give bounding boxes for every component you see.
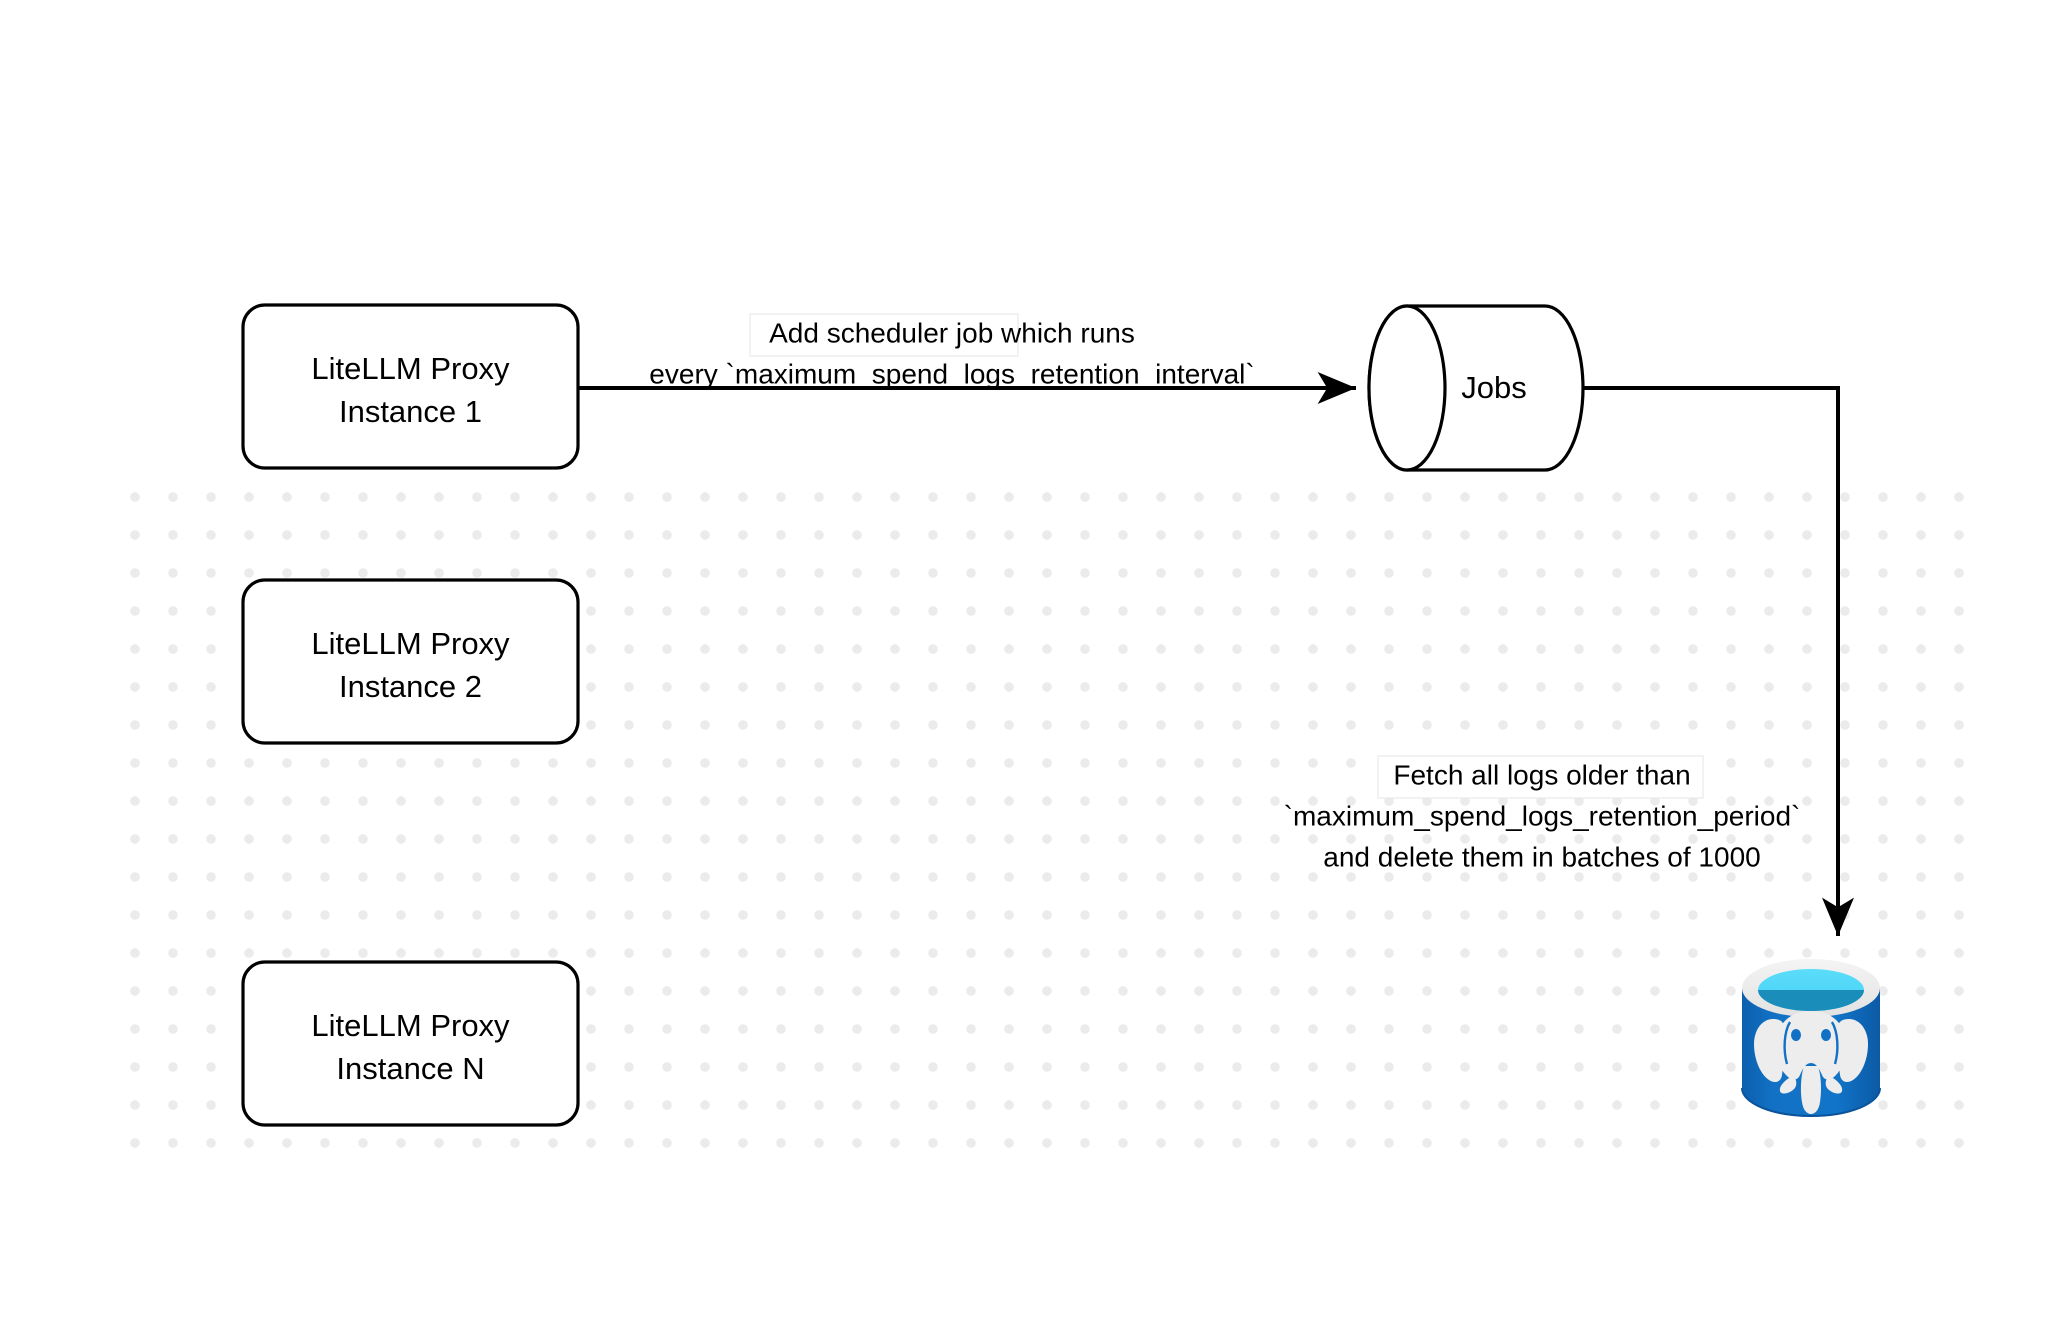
edge-scheduler-label-line2: every `maximum_spend_logs_retention_inte… xyxy=(649,358,1254,389)
postgresql-database-icon xyxy=(1741,959,1881,1117)
instance-1-box[interactable] xyxy=(241,303,580,470)
edge-delete-connector xyxy=(1582,386,1854,936)
node-instance-n[interactable]: LiteLLM Proxy Instance N xyxy=(241,960,580,1127)
edge-scheduler-label-line1: Add scheduler job which runs xyxy=(769,317,1135,348)
instance-2-label-line2: Instance 2 xyxy=(339,669,482,704)
postgres-inner-shadow xyxy=(1758,990,1864,1011)
node-jobs-cylinder[interactable]: Jobs xyxy=(1367,304,1585,472)
edge-scheduler-label-backdrop xyxy=(749,313,1019,357)
instance-1-label-line2: Instance 1 xyxy=(339,394,482,429)
node-postgres-database[interactable] xyxy=(1741,959,1881,1117)
instance-n-label-line1: LiteLLM Proxy xyxy=(311,1008,510,1043)
jobs-cylinder-cap xyxy=(1367,304,1447,472)
postgres-elephant-icon xyxy=(1754,1011,1868,1114)
postgres-elephant-eyes xyxy=(1791,1029,1831,1041)
node-instance-2[interactable]: LiteLLM Proxy Instance 2 xyxy=(241,578,580,745)
instance-n-box[interactable] xyxy=(241,960,580,1127)
edge-scheduler-label: Add scheduler job which runs every `maxi… xyxy=(649,313,1255,389)
node-instance-1[interactable]: LiteLLM Proxy Instance 1 xyxy=(241,303,580,470)
postgres-elephant-lines xyxy=(1783,1021,1839,1065)
edge-delete-label-line1: Fetch all logs older than xyxy=(1393,759,1690,790)
jobs-label: Jobs xyxy=(1461,370,1526,405)
postgres-bottom-edge xyxy=(1741,1087,1881,1117)
instance-2-box[interactable] xyxy=(241,578,580,745)
edge-delete-label-line3: and delete them in batches of 1000 xyxy=(1323,841,1760,872)
edge-delete-label: Fetch all logs older than `maximum_spend… xyxy=(1284,755,1801,872)
edge-delete-label-backdrop xyxy=(1377,755,1704,799)
edge-delete-label-line2: `maximum_spend_logs_retention_period` xyxy=(1284,800,1801,831)
instance-n-label-line2: Instance N xyxy=(336,1051,484,1086)
instance-2-label-line1: LiteLLM Proxy xyxy=(311,626,510,661)
instance-1-label-line1: LiteLLM Proxy xyxy=(311,351,510,386)
